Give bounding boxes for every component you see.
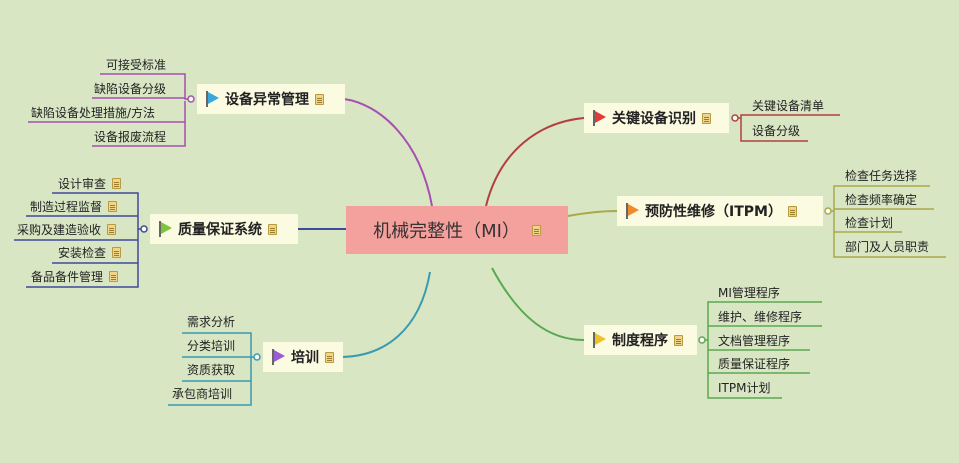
central-topic[interactable]: 机械完整性（MI） (346, 206, 568, 254)
note-icon (325, 351, 334, 363)
note-icon (787, 205, 797, 217)
note-icon (108, 201, 118, 212)
note-icon (268, 223, 277, 235)
leaf-item[interactable]: 备品备件管理 (31, 268, 119, 285)
note-icon (112, 247, 122, 258)
flag-icon (271, 349, 285, 365)
topic-label: 关键设备识别 (612, 111, 696, 127)
leaf-item[interactable]: 安装检查 (58, 244, 122, 261)
leaf-item[interactable]: 文档管理程序 (718, 334, 791, 348)
note-icon (702, 112, 711, 124)
leaf-item[interactable]: 需求分析 (187, 315, 236, 329)
leaf-item[interactable]: 设备报废流程 (94, 130, 167, 144)
topic-procedure[interactable]: 制度程序 (584, 325, 697, 355)
leaf-item[interactable]: 检查频率确定 (845, 193, 918, 207)
leaf-item[interactable]: 检查计划 (845, 216, 894, 230)
link-itpm (567, 210, 618, 217)
flag-icon (592, 110, 606, 126)
leaf-item[interactable]: 缺陷设备分级 (94, 82, 167, 96)
leaf-item[interactable]: 关键设备清单 (752, 99, 825, 113)
leaf-item[interactable]: 设备分级 (752, 124, 801, 138)
leaf-item[interactable]: 质量保证程序 (718, 357, 791, 371)
flag-icon (205, 91, 219, 107)
note-icon (112, 178, 122, 189)
link-procedure (491, 267, 585, 341)
flag-icon (592, 332, 606, 348)
link-training (341, 271, 431, 358)
topic-label: 质量保证系统 (178, 222, 262, 238)
note-icon (315, 93, 324, 105)
leaf-item[interactable]: 资质获取 (187, 363, 236, 377)
leaf-item[interactable]: ITPM计划 (718, 381, 771, 395)
topic-label: 预防性维修（ITPM） (645, 204, 782, 220)
link-key-equip (485, 117, 585, 207)
topic-label: 培训 (291, 350, 319, 366)
leaf-item[interactable]: 承包商培训 (172, 387, 233, 401)
topic-qa[interactable]: 质量保证系统 (150, 214, 298, 244)
leaf-item[interactable]: 采购及建造验收 (17, 221, 117, 238)
leaf-item[interactable]: 维护、维修程序 (718, 310, 803, 324)
topic-equip-abnormal[interactable]: 设备异常管理 (197, 84, 345, 114)
topic-label: 设备异常管理 (225, 92, 309, 108)
topic-training[interactable]: 培训 (263, 342, 343, 372)
flag-icon (158, 221, 172, 237)
topic-itpm[interactable]: 预防性维修（ITPM） (617, 196, 823, 226)
leaf-item[interactable]: 分类培训 (187, 339, 236, 353)
leaf-item[interactable]: MI管理程序 (718, 286, 780, 300)
leaf-item[interactable]: 部门及人员职责 (845, 240, 930, 254)
note-icon (674, 334, 683, 346)
leaf-item[interactable]: 检查任务选择 (845, 169, 918, 183)
leaf-item[interactable]: 制造过程监督 (30, 198, 118, 215)
flag-icon (625, 203, 639, 219)
leaf-item[interactable]: 可接受标准 (106, 58, 167, 72)
note-icon (107, 224, 117, 235)
topic-label: 制度程序 (612, 333, 668, 349)
note-icon (531, 224, 541, 236)
leaf-item[interactable]: 设计审查 (58, 175, 122, 192)
topic-key-equip[interactable]: 关键设备识别 (584, 103, 729, 133)
note-icon (109, 271, 119, 282)
central-topic-label: 机械完整性（MI） (373, 221, 520, 242)
leaf-item[interactable]: 缺陷设备处理措施/方法 (31, 106, 156, 120)
link-equip-abnormal (343, 98, 433, 207)
